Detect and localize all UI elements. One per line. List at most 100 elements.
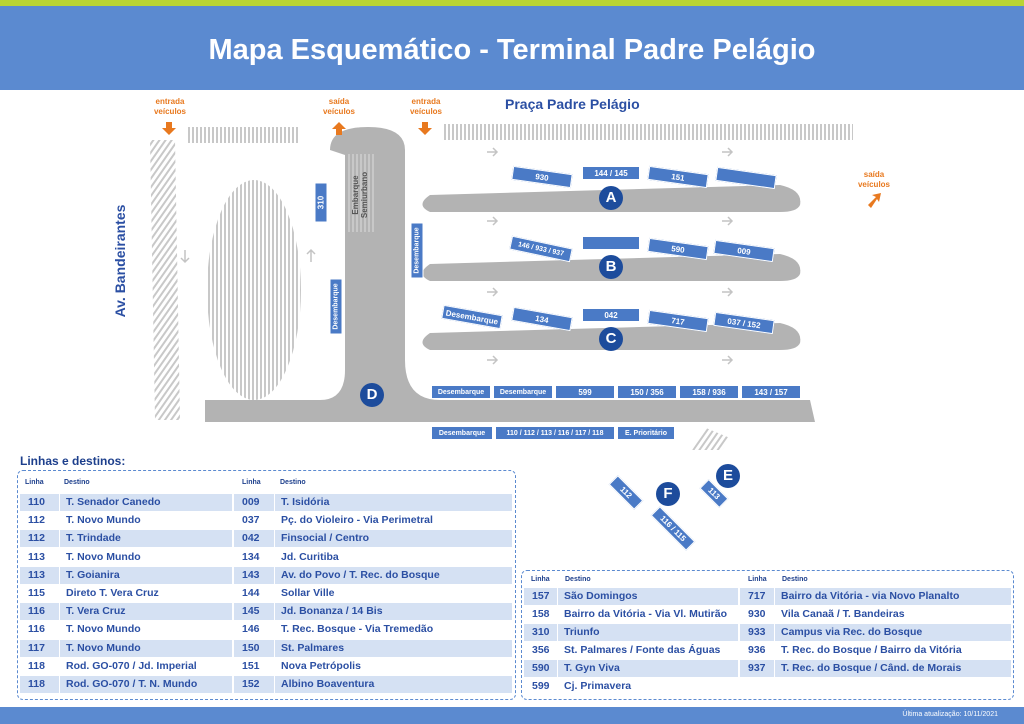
top-accent-line: [0, 0, 1024, 6]
vehicle-arrows: [162, 122, 881, 208]
bay-slot: E. Prioritário: [617, 426, 675, 440]
bay-slot: 310: [314, 182, 328, 223]
column-header: Destino: [64, 479, 90, 486]
line-number: 112: [20, 530, 59, 548]
bay-slot: Desembarque: [410, 222, 424, 279]
embarque-semiurbano-label: Embarque Semiurbano: [351, 171, 369, 219]
bay-slot: Desembarque: [431, 385, 491, 399]
page-title: Mapa Esquemático - Terminal Padre Pelági…: [208, 34, 816, 66]
line-number: 144: [242, 587, 260, 599]
table-row: 599 Cj. Primavera: [522, 678, 1011, 695]
line-number: 158: [532, 608, 550, 620]
destination: São Domingos: [558, 588, 738, 605]
bay-slot: 143 / 157: [741, 385, 801, 399]
line-number: 356: [532, 644, 550, 656]
destination: T. Novo Mundo: [66, 514, 141, 527]
line-number: 936: [748, 644, 766, 656]
line-number: 599: [532, 680, 550, 692]
column-header: Destino: [782, 576, 808, 583]
line-number: 152: [234, 676, 274, 693]
destination: Albino Boaventura: [275, 676, 512, 693]
line-number: 042: [234, 530, 274, 548]
line-number: 009: [234, 494, 274, 511]
destination: Bairro da Vitória - via Novo Planalto: [775, 588, 1011, 605]
bay-slot: 599: [555, 385, 615, 399]
destination: [775, 678, 1011, 695]
destination: T. Goianira: [60, 566, 232, 584]
line-number: 590: [524, 660, 557, 677]
column-header: Linha: [25, 479, 44, 486]
line-number: 933: [740, 624, 774, 641]
line-number: 134: [242, 550, 260, 563]
destination: T. Rec. do Bosque / Bairro da Vitória: [781, 644, 962, 656]
hatched-sidewalk: [443, 124, 853, 140]
destination: Pç. do Violeiro - Via Perimetral: [281, 514, 433, 527]
column-header: Linha: [531, 576, 550, 583]
lines-section-title: Linhas e destinos:: [20, 454, 126, 468]
bay-slot: [582, 236, 640, 250]
footer-bar: Última atualização: 10/11/2021: [0, 707, 1024, 724]
bay-slot: Desembarque: [329, 278, 343, 335]
header-banner: Mapa Esquemático - Terminal Padre Pelági…: [0, 6, 1024, 90]
destination: St. Palmares: [275, 639, 512, 657]
destination: Rod. GO-070 / Jd. Imperial: [66, 659, 197, 672]
line-number: 310: [524, 624, 557, 641]
bay-slot: 150 / 356: [617, 385, 677, 399]
line-number: [740, 678, 774, 695]
line-number: 110: [20, 494, 59, 511]
bay-slot: 116 / 115: [650, 506, 696, 551]
hatched-avenue-edge: [150, 140, 180, 420]
bay-slot: 042: [582, 308, 640, 322]
line-number: 037: [242, 514, 260, 527]
line-number: 118: [28, 659, 45, 672]
bay-slot: Desembarque: [431, 426, 493, 440]
line-number: 115: [28, 587, 45, 599]
platform-f-marker: F: [656, 482, 680, 506]
destination: Cj. Primavera: [564, 680, 632, 692]
destination: Jd. Curitiba: [281, 550, 339, 563]
destination: Triunfo: [558, 624, 738, 641]
destination: T. Gyn Viva: [558, 660, 738, 677]
bay-slot: 110 / 112 / 113 / 116 / 117 / 118: [495, 426, 615, 440]
street-label-avenue: Av. Bandeirantes: [112, 204, 128, 318]
platform-c-marker: C: [599, 327, 623, 351]
destination: Direto T. Vera Cruz: [66, 587, 159, 599]
platform-d-marker: D: [360, 383, 384, 407]
hatched-oval-area: [207, 180, 301, 400]
destination: T. Novo Mundo: [60, 639, 232, 657]
line-number: 113: [20, 566, 59, 584]
column-header: Destino: [280, 479, 306, 486]
destination: T. Trindade: [60, 530, 232, 548]
destination: Campus via Rec. do Bosque: [775, 624, 1011, 641]
destination: Nova Petrópolis: [281, 659, 361, 672]
column-header: Linha: [748, 576, 767, 583]
destination: T. Novo Mundo: [66, 623, 141, 636]
line-number: 116: [20, 603, 59, 621]
destination: T. Novo Mundo: [66, 550, 141, 563]
destination: Bairro da Vitória - Via Vl. Mutirão: [564, 608, 727, 620]
line-number: 113: [28, 550, 45, 563]
crosswalk: [692, 428, 730, 450]
line-number: 146: [242, 623, 260, 636]
platform-e-marker: E: [716, 464, 740, 488]
line-number: 112: [28, 514, 45, 527]
last-update-text: Última atualização: 10/11/2021: [902, 711, 998, 718]
